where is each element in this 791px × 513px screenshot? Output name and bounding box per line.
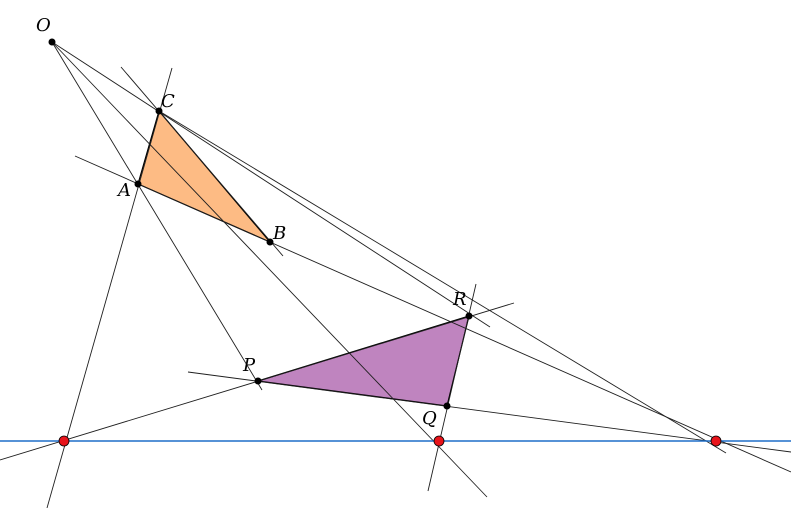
point-q xyxy=(443,402,451,410)
point-b xyxy=(266,238,274,246)
point-p xyxy=(254,377,262,385)
line-ac xyxy=(46,67,173,509)
label-a: A xyxy=(116,180,131,201)
line-cb-extended xyxy=(158,110,727,454)
line-ocr xyxy=(51,41,491,328)
point-r xyxy=(465,312,473,320)
label-b: B xyxy=(272,223,286,244)
label-c: C xyxy=(161,91,175,112)
axis-point-left xyxy=(58,435,70,447)
line-pq xyxy=(187,371,791,453)
line-obq xyxy=(51,41,488,498)
point-o xyxy=(48,38,56,46)
line-ab xyxy=(74,155,791,473)
point-c xyxy=(155,107,163,115)
axis-point-right xyxy=(710,435,722,447)
label-o: O xyxy=(36,15,51,36)
label-r: R xyxy=(452,289,467,310)
label-p: P xyxy=(242,355,256,376)
line-oap xyxy=(51,41,263,391)
line-bc xyxy=(120,66,284,257)
label-q: Q xyxy=(422,408,437,429)
triangle-abc xyxy=(137,109,271,243)
triangle-pqr xyxy=(257,315,470,407)
point-a xyxy=(134,180,142,188)
axis-point-middle xyxy=(433,435,445,447)
